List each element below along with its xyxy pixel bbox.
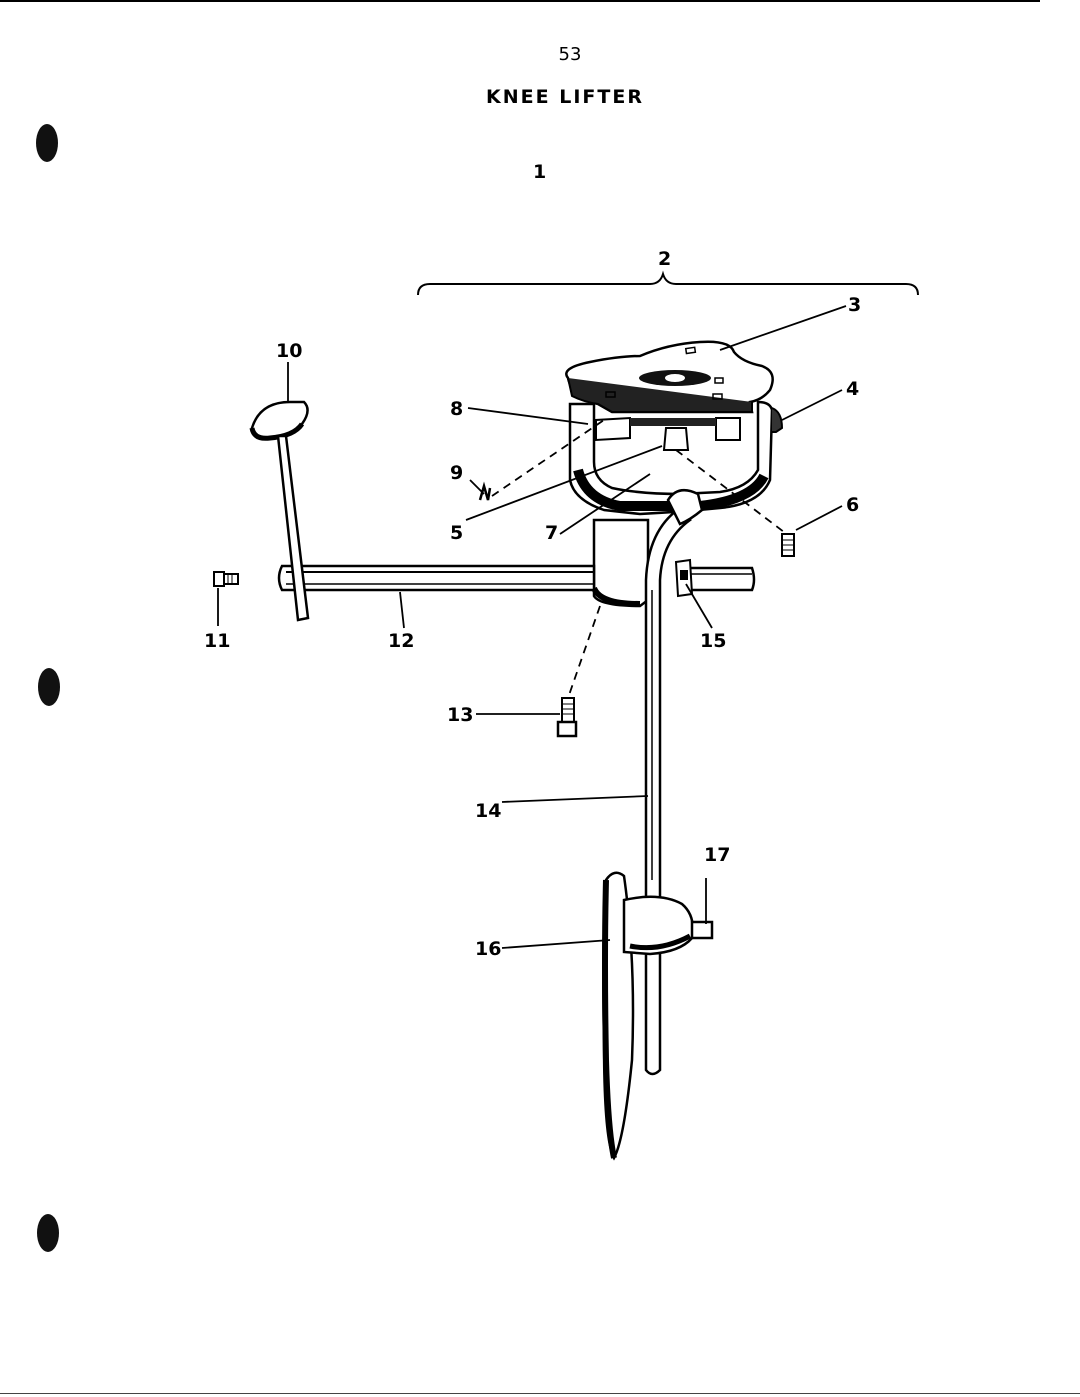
screw-6 xyxy=(781,533,795,557)
punch-hole-middle xyxy=(38,668,60,706)
page-top-border xyxy=(0,0,1040,2)
top-plate-edge xyxy=(567,377,753,413)
assembly-label: 1 xyxy=(533,161,547,183)
screw-11 xyxy=(213,571,239,587)
pad-stem xyxy=(276,434,310,622)
spring-9 xyxy=(478,481,492,501)
part-label-17: 17 xyxy=(704,844,731,866)
part-label-14: 14 xyxy=(475,800,502,822)
bracket-body xyxy=(568,400,774,516)
knee-pad xyxy=(250,400,309,440)
part-label-16: 16 xyxy=(475,938,502,960)
punch-hole-top xyxy=(36,124,58,162)
lifter-block xyxy=(592,518,650,608)
horizontal-shaft xyxy=(277,564,596,592)
part-label-15: 15 xyxy=(700,630,727,652)
part-label-9: 9 xyxy=(450,462,464,484)
page-title: KNEE LIFTER xyxy=(486,86,644,108)
part-label-7: 7 xyxy=(545,522,559,544)
part-label-2: 2 xyxy=(658,248,672,270)
page-number: 53 xyxy=(558,44,582,65)
punch-hole-bottom xyxy=(37,1214,59,1252)
assembly-bracket xyxy=(417,270,919,296)
page-bottom-border xyxy=(0,1393,1080,1394)
part-label-4: 4 xyxy=(846,378,860,400)
part-label-13: 13 xyxy=(447,704,474,726)
part-label-12: 12 xyxy=(388,630,415,652)
screw-13 xyxy=(556,697,578,738)
part-label-5: 5 xyxy=(450,522,464,544)
part-label-6: 6 xyxy=(846,494,860,516)
part-label-11: 11 xyxy=(204,630,231,652)
part-label-8: 8 xyxy=(450,398,464,420)
part-label-3: 3 xyxy=(848,294,862,316)
part-label-10: 10 xyxy=(276,340,303,362)
